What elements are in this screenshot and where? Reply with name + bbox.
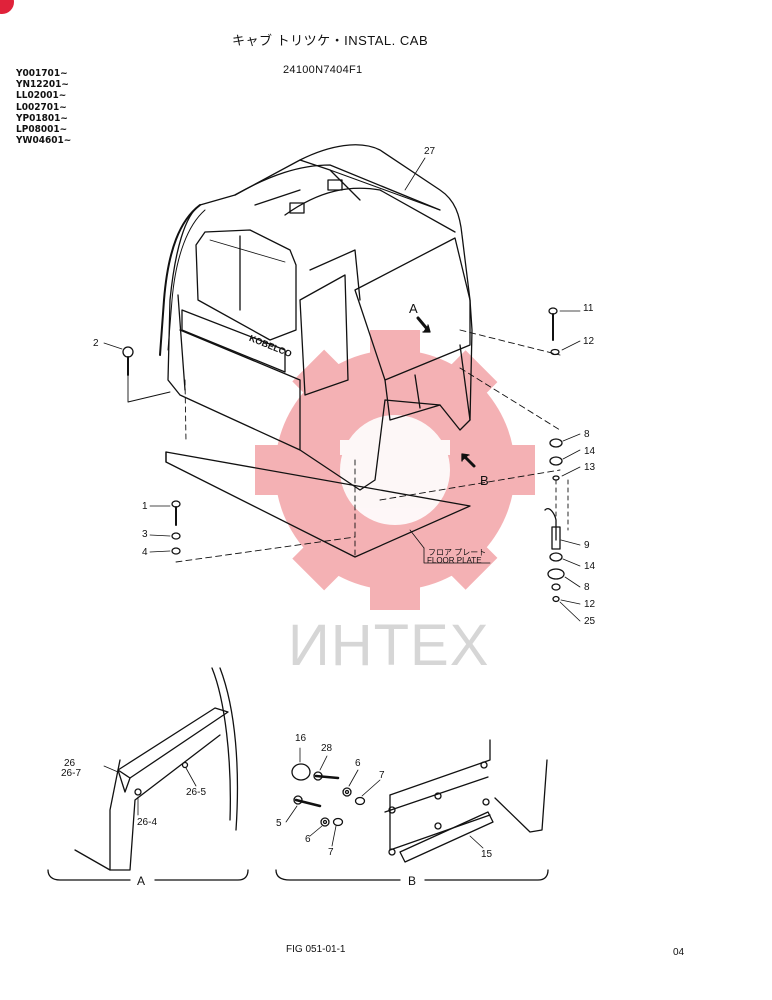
serial-item: YN12201~ bbox=[16, 79, 69, 91]
part-number: 24100N7404F1 bbox=[283, 64, 363, 76]
callout-12: 12 bbox=[583, 336, 595, 347]
view-a-arrow-label: A bbox=[409, 301, 418, 316]
callout-25: 25 bbox=[584, 616, 596, 627]
detail-a-label: A bbox=[137, 874, 146, 888]
callout-11: 11 bbox=[583, 303, 594, 314]
callout-28: 28 bbox=[321, 743, 333, 754]
callout-27: 27 bbox=[424, 146, 436, 157]
callout-26: 26 bbox=[64, 758, 76, 769]
serial-item: Y001701~ bbox=[16, 68, 68, 79]
callout-16: 16 bbox=[295, 733, 307, 744]
figure-number: FIG 051-01-1 bbox=[286, 944, 346, 955]
serial-list: Y001701~ YN12201~ LL02001~ L002701~ YP01… bbox=[16, 68, 71, 146]
door-window bbox=[195, 229, 297, 341]
page-title: キャブ トリツケ・INSTAL. CAB bbox=[232, 33, 429, 48]
callout-2: 2 bbox=[93, 338, 99, 349]
callout-7: 7 bbox=[379, 770, 385, 781]
callout-12: 12 bbox=[584, 599, 596, 610]
callout-14: 14 bbox=[584, 561, 596, 572]
callout-6: 6 bbox=[355, 758, 361, 769]
callout-3: 3 bbox=[142, 529, 148, 540]
serial-item: LP08001~ bbox=[16, 124, 68, 136]
callout-26-7: 26-7 bbox=[61, 768, 82, 779]
page-number: 04 bbox=[673, 947, 685, 958]
callout-8: 8 bbox=[584, 582, 590, 593]
callout-4: 4 bbox=[142, 547, 148, 558]
callout-9: 9 bbox=[584, 540, 590, 551]
callout-6: 6 bbox=[305, 834, 311, 845]
detail-b-label: B bbox=[408, 874, 417, 888]
floor-plate bbox=[165, 451, 471, 558]
view-b-arrow-label: B bbox=[480, 473, 489, 488]
floor-plate-label-jp: フロア プレート bbox=[428, 548, 487, 557]
serial-item: YP01801~ bbox=[16, 112, 68, 124]
watermark-text: ИНТЕХ bbox=[288, 613, 490, 678]
floor-plate-label: FLOOR PLATE bbox=[427, 556, 482, 565]
callout-26-4: 26-4 bbox=[137, 817, 158, 828]
callout-13: 13 bbox=[584, 462, 596, 473]
serial-item: YW04601~ bbox=[16, 135, 72, 147]
callout-1: 1 bbox=[142, 501, 148, 512]
callout-15: 15 bbox=[481, 849, 493, 860]
callout-5: 5 bbox=[276, 818, 282, 829]
callout-7: 7 bbox=[328, 847, 334, 858]
callout-26-5: 26-5 bbox=[186, 787, 207, 798]
serial-item: L002701~ bbox=[16, 101, 67, 113]
callout-8: 8 bbox=[584, 429, 590, 440]
cab-body bbox=[167, 144, 473, 491]
serial-item: LL02001~ bbox=[16, 90, 67, 102]
callout-14: 14 bbox=[584, 446, 596, 457]
